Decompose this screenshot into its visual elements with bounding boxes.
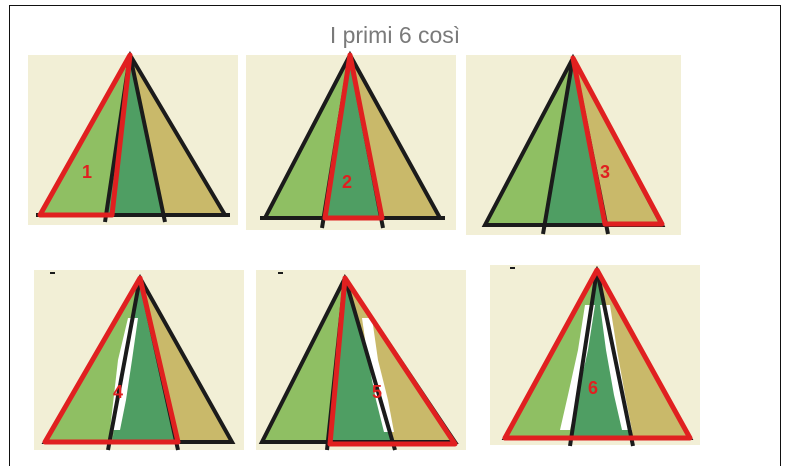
triangle-panel-1: 1 (28, 51, 238, 225)
region-number-3: 3 (600, 162, 610, 182)
triangle-panel-3: 3 (466, 53, 681, 235)
region-number-6: 6 (588, 378, 598, 398)
triangle-panel-4: 4 (34, 270, 244, 451)
triangle-panel-2: 2 (246, 50, 456, 230)
triangle-panel-6: 6 (490, 265, 700, 447)
region-number-1: 1 (82, 162, 92, 182)
triangle-panel-5: 5 (256, 270, 466, 451)
picture-frame (9, 5, 781, 466)
region-number-5: 5 (372, 382, 382, 402)
region-number-4: 4 (113, 382, 123, 402)
region-number-2: 2 (342, 172, 352, 192)
page-title: I primi 6 così (329, 22, 461, 48)
